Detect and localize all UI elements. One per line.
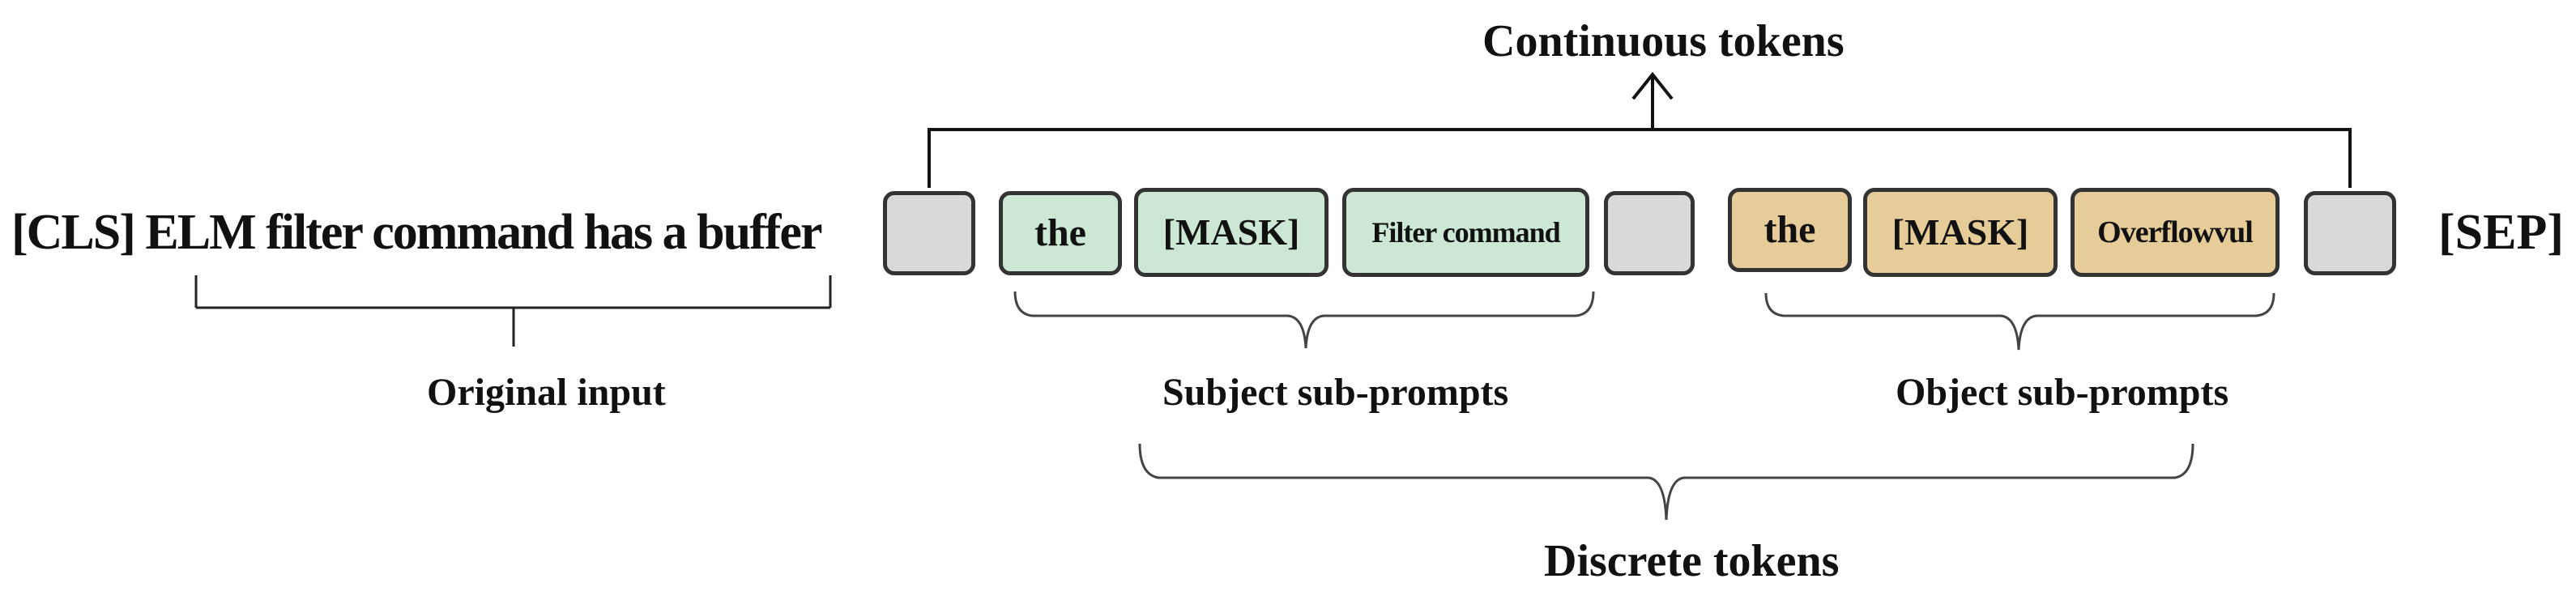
- object-token-overflowvul: Overflowvul: [2071, 188, 2280, 277]
- continuous-tokens-label: Continuous tokens: [1482, 16, 1845, 66]
- subject-brace: [1013, 291, 1595, 349]
- object-token-mask: [MASK]: [1863, 188, 2058, 277]
- subject-token-filter-command: Filter command: [1342, 188, 1589, 277]
- up-arrow-icon: [1631, 71, 1674, 130]
- original-input-text: [CLS] ELM filter command has a buffer: [11, 205, 822, 260]
- subject-sub-prompts-label: Subject sub-prompts: [1162, 371, 1509, 414]
- continuous-token-2: [1604, 191, 1695, 275]
- subject-token-mask: [MASK]: [1134, 188, 1329, 277]
- continuous-tokens-bracket: [928, 128, 2352, 188]
- discrete-tokens-label: Discrete tokens: [1544, 536, 1840, 586]
- object-token-the: the: [1728, 188, 1852, 272]
- sep-token: [SEP]: [2438, 205, 2564, 260]
- object-brace: [1764, 292, 2275, 351]
- continuous-token-1: [883, 191, 975, 275]
- object-sub-prompts-label: Object sub-prompts: [1896, 371, 2229, 414]
- discrete-brace: [1138, 443, 2194, 521]
- continuous-token-3: [2304, 191, 2396, 275]
- original-input-label: Original input: [427, 371, 666, 414]
- subject-token-the: the: [999, 191, 1122, 275]
- original-input-brace: [194, 275, 832, 347]
